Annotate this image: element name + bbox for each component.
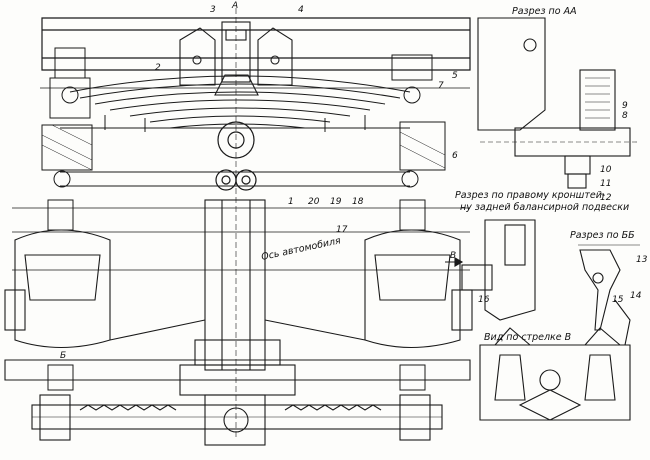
callout-11: 11 <box>600 179 611 189</box>
caption-axis: Ось автомобиля <box>260 235 342 263</box>
central-trunnion <box>215 121 257 191</box>
caption-section-right-1: Разрез по правому кронштей- <box>455 190 606 201</box>
callout-1: 1 <box>288 197 294 207</box>
callout-12: 12 <box>600 193 612 203</box>
bracket-section <box>445 219 536 321</box>
section-bb <box>578 244 640 346</box>
marker-v: В <box>450 251 456 261</box>
callout-5: 5 <box>452 71 458 81</box>
caption-section-aa: Разрез по АА <box>512 6 577 17</box>
marker-a: А <box>231 1 238 11</box>
callout-15: 15 <box>612 295 624 305</box>
callout-3: 3 <box>210 5 216 15</box>
callout-17: 17 <box>336 225 348 235</box>
section-aa <box>477 17 640 189</box>
caption-section-right-2: ну задней балансирной подвески <box>460 202 629 213</box>
callout-14: 14 <box>630 291 642 301</box>
marker-b: Б <box>60 351 66 361</box>
callout-16: 16 <box>478 295 490 305</box>
callout-18: 18 <box>352 197 364 207</box>
plan-view <box>4 199 473 396</box>
spring-brackets <box>179 21 293 96</box>
callout-4: 4 <box>298 5 304 15</box>
frame-rails <box>40 17 471 89</box>
callout-7: 7 <box>438 81 444 91</box>
caption-section-bb: Разрез по ББ <box>570 230 635 241</box>
callout-9: 9 <box>622 101 628 111</box>
callout-10: 10 <box>600 165 612 175</box>
end-brackets <box>49 47 433 119</box>
callout-20: 20 <box>308 197 320 207</box>
view-arrow-b <box>479 327 631 421</box>
plan-brackets <box>47 199 426 391</box>
callout-6: 6 <box>452 151 458 161</box>
callout-13: 13 <box>636 255 648 265</box>
drive-axle <box>31 394 443 446</box>
leaf-spring <box>69 75 411 132</box>
callout-2: 2 <box>155 63 161 73</box>
callout-8: 8 <box>622 111 628 121</box>
reaction-rods <box>53 127 419 188</box>
hub-sections <box>41 121 446 171</box>
callout-19: 19 <box>330 197 342 207</box>
caption-view-b: Вид по стрелке В <box>484 332 571 343</box>
